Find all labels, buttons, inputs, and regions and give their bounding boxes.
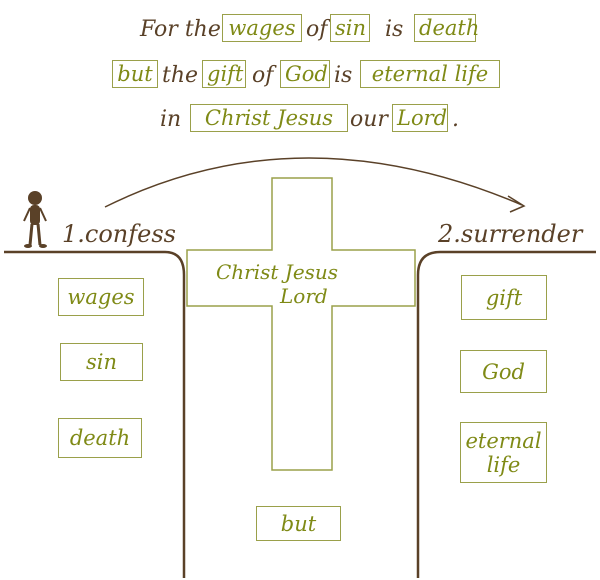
cross-label-lord: Lord <box>280 284 328 308</box>
right-box-gift: gift <box>461 275 547 320</box>
cross-label-christ-jesus: Christ Jesus <box>216 260 339 284</box>
verse-keyword-lord: Lord <box>392 104 448 132</box>
left-box-wages: wages <box>58 278 144 316</box>
verse-text: the <box>162 63 199 88</box>
verse-text: our <box>350 107 388 132</box>
right-cliff <box>416 250 596 578</box>
verse-text: in <box>160 107 182 132</box>
left-cliff <box>4 250 186 578</box>
right-box-god: God <box>460 350 547 393</box>
step-surrender: 2.surrender <box>438 220 583 248</box>
verse-text: . <box>452 107 459 132</box>
verse-keyword-eternal-life: eternal life <box>360 60 500 88</box>
bottom-box-but: but <box>256 506 341 541</box>
cross-outline <box>186 177 416 471</box>
verse-keyword-sin: sin <box>330 14 370 42</box>
verse-keyword-death: death <box>414 14 479 42</box>
verse-keyword-christ-jesus: Christ Jesus <box>190 104 348 132</box>
verse-keyword-gift: gift <box>202 60 246 88</box>
arc-arrow <box>104 157 523 208</box>
person-icon <box>23 191 47 248</box>
verse-text: of <box>306 17 328 42</box>
verse-keyword-but: but <box>112 60 158 88</box>
verse-text: of <box>252 63 274 88</box>
verse-keyword-god: God <box>280 60 330 88</box>
left-box-death: death <box>58 418 142 458</box>
right-box-eternal-life: eternal life <box>460 422 547 483</box>
verse-text: is <box>385 17 404 42</box>
arrowhead-icon <box>507 195 526 213</box>
verse-text: For the <box>140 17 221 42</box>
left-box-sin: sin <box>60 343 143 381</box>
verse-keyword-wages: wages <box>222 14 302 42</box>
step-confess: 1.confess <box>62 220 176 248</box>
verse-text: is <box>334 63 353 88</box>
